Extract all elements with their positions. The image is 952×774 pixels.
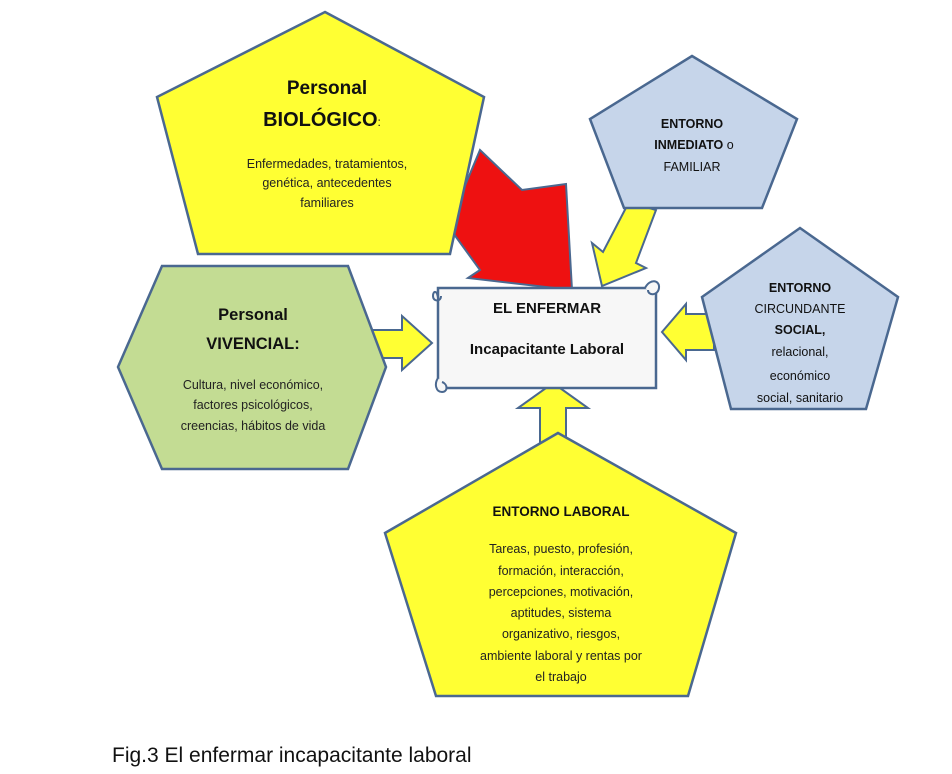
center-scroll xyxy=(431,280,661,394)
arrow-social xyxy=(660,301,715,363)
inmediato-line2: INMEDIATO o xyxy=(654,138,733,152)
center-title: EL ENFERMAR xyxy=(493,300,601,317)
vivencial-desc-3: creencias, hábitos de vida xyxy=(181,419,326,433)
biologico-desc-2: genética, antecedentes xyxy=(262,176,391,190)
biologico-desc-3: familiares xyxy=(300,196,354,210)
laboral-desc-5: organizativo, riesgos, xyxy=(502,627,620,641)
vivencial-desc-2: factores psicológicos, xyxy=(193,398,313,412)
biologico-subtitle: BIOLÓGICO: xyxy=(263,107,381,131)
social-line1: ENTORNO xyxy=(769,281,832,295)
social-desc-1: relacional, xyxy=(772,345,829,359)
laboral-desc-3: percepciones, motivación, xyxy=(489,585,634,599)
social-desc-3: social, sanitario xyxy=(757,391,843,405)
vivencial-subtitle: VIVENCIAL: xyxy=(206,335,300,353)
laboral-desc-7: el trabajo xyxy=(535,670,586,684)
center-subtitle: Incapacitante Laboral xyxy=(470,341,624,358)
laboral-desc-6: ambiente laboral y rentas por xyxy=(480,649,642,663)
pentagon-social xyxy=(700,226,900,411)
biologico-title: Personal xyxy=(287,78,367,99)
laboral-title: ENTORNO LABORAL xyxy=(493,504,630,519)
pentagon-laboral xyxy=(383,431,738,698)
scroll-curl-bottom-left xyxy=(434,377,448,394)
pentagon-inmediato xyxy=(588,54,799,210)
social-line3: SOCIAL, xyxy=(775,323,826,337)
inmediato-line3: FAMILIAR xyxy=(664,160,721,174)
social-line2: CIRCUNDANTE xyxy=(755,302,846,316)
inmediato-line1: ENTORNO xyxy=(661,117,724,131)
scroll-curl-top-left xyxy=(431,290,442,302)
vivencial-desc-1: Cultura, nivel económico, xyxy=(183,378,323,392)
laboral-desc-2: formación, interacción, xyxy=(498,564,624,578)
scroll-curl-top-right xyxy=(644,280,661,296)
laboral-desc-1: Tareas, puesto, profesión, xyxy=(489,542,633,556)
arrow-inmediato xyxy=(590,200,658,288)
social-desc-2: económico xyxy=(770,369,830,383)
laboral-desc-4: aptitudes, sistema xyxy=(511,606,612,620)
vivencial-title: Personal xyxy=(218,306,288,324)
pentagon-biologico xyxy=(155,10,486,256)
figure-caption: Fig.3 El enfermar incapacitante laboral xyxy=(112,744,472,767)
hexagon-vivencial xyxy=(116,264,388,471)
biologico-desc-1: Enfermedades, tratamientos, xyxy=(247,157,408,171)
